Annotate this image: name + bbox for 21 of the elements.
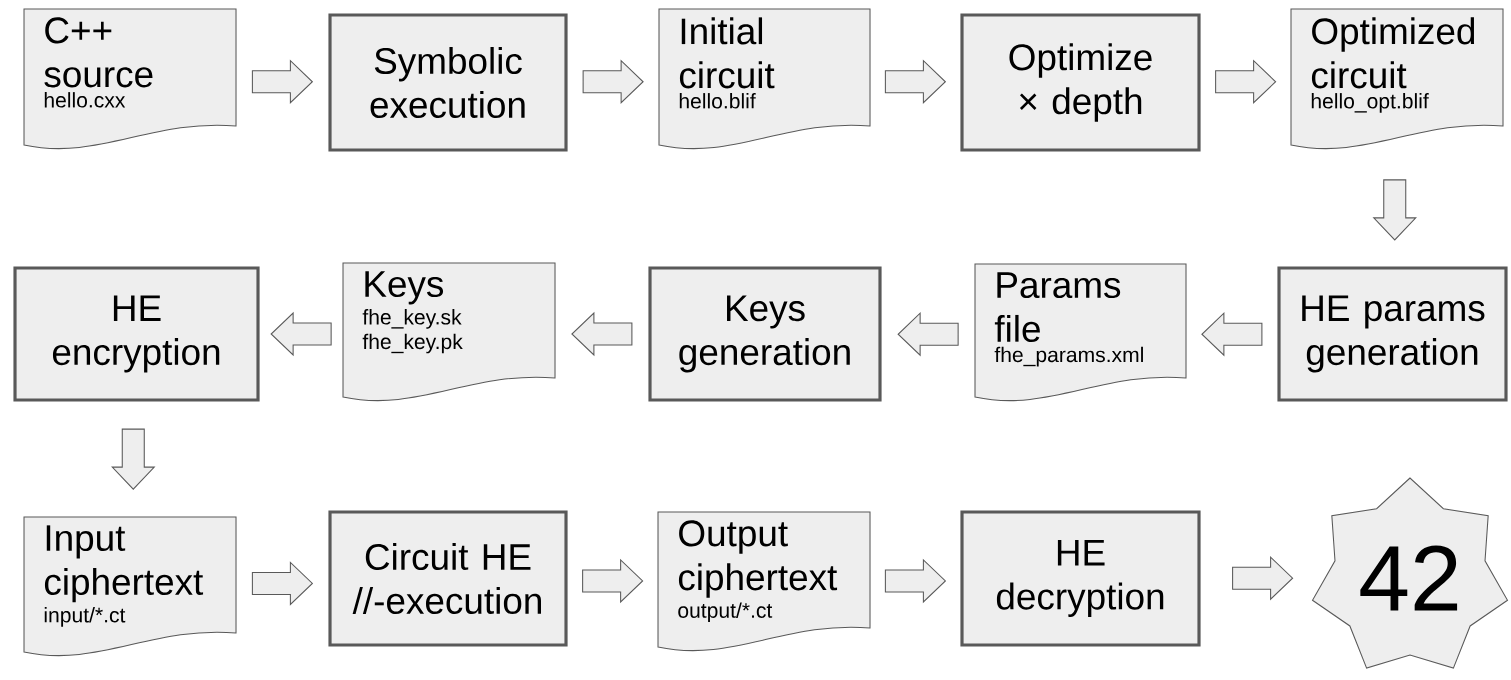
block-arrow [897, 312, 959, 357]
block-arrow [251, 59, 314, 104]
block-arrow [251, 561, 314, 606]
block-arrow [571, 311, 633, 357]
block-arrow [582, 59, 644, 104]
block-arrow [1201, 312, 1263, 357]
process-box: Keys generation [648, 266, 882, 402]
block-arrow [270, 311, 332, 357]
process-box: Symbolic execution [328, 13, 568, 152]
process-box: HE decryption [960, 510, 1201, 647]
block-arrow [582, 558, 644, 604]
block-arrow [111, 428, 156, 490]
block-arrow [1215, 59, 1277, 104]
block-arrow [884, 558, 947, 604]
process-box: HE encryption [13, 266, 260, 402]
process-box: Optimize × depth [960, 13, 1201, 152]
block-arrow [1372, 179, 1417, 241]
process-box: Circuit HE //-execution [328, 510, 568, 647]
block-arrow [1232, 556, 1294, 601]
process-box: HE params generation [1277, 266, 1508, 402]
block-arrow [884, 59, 947, 104]
